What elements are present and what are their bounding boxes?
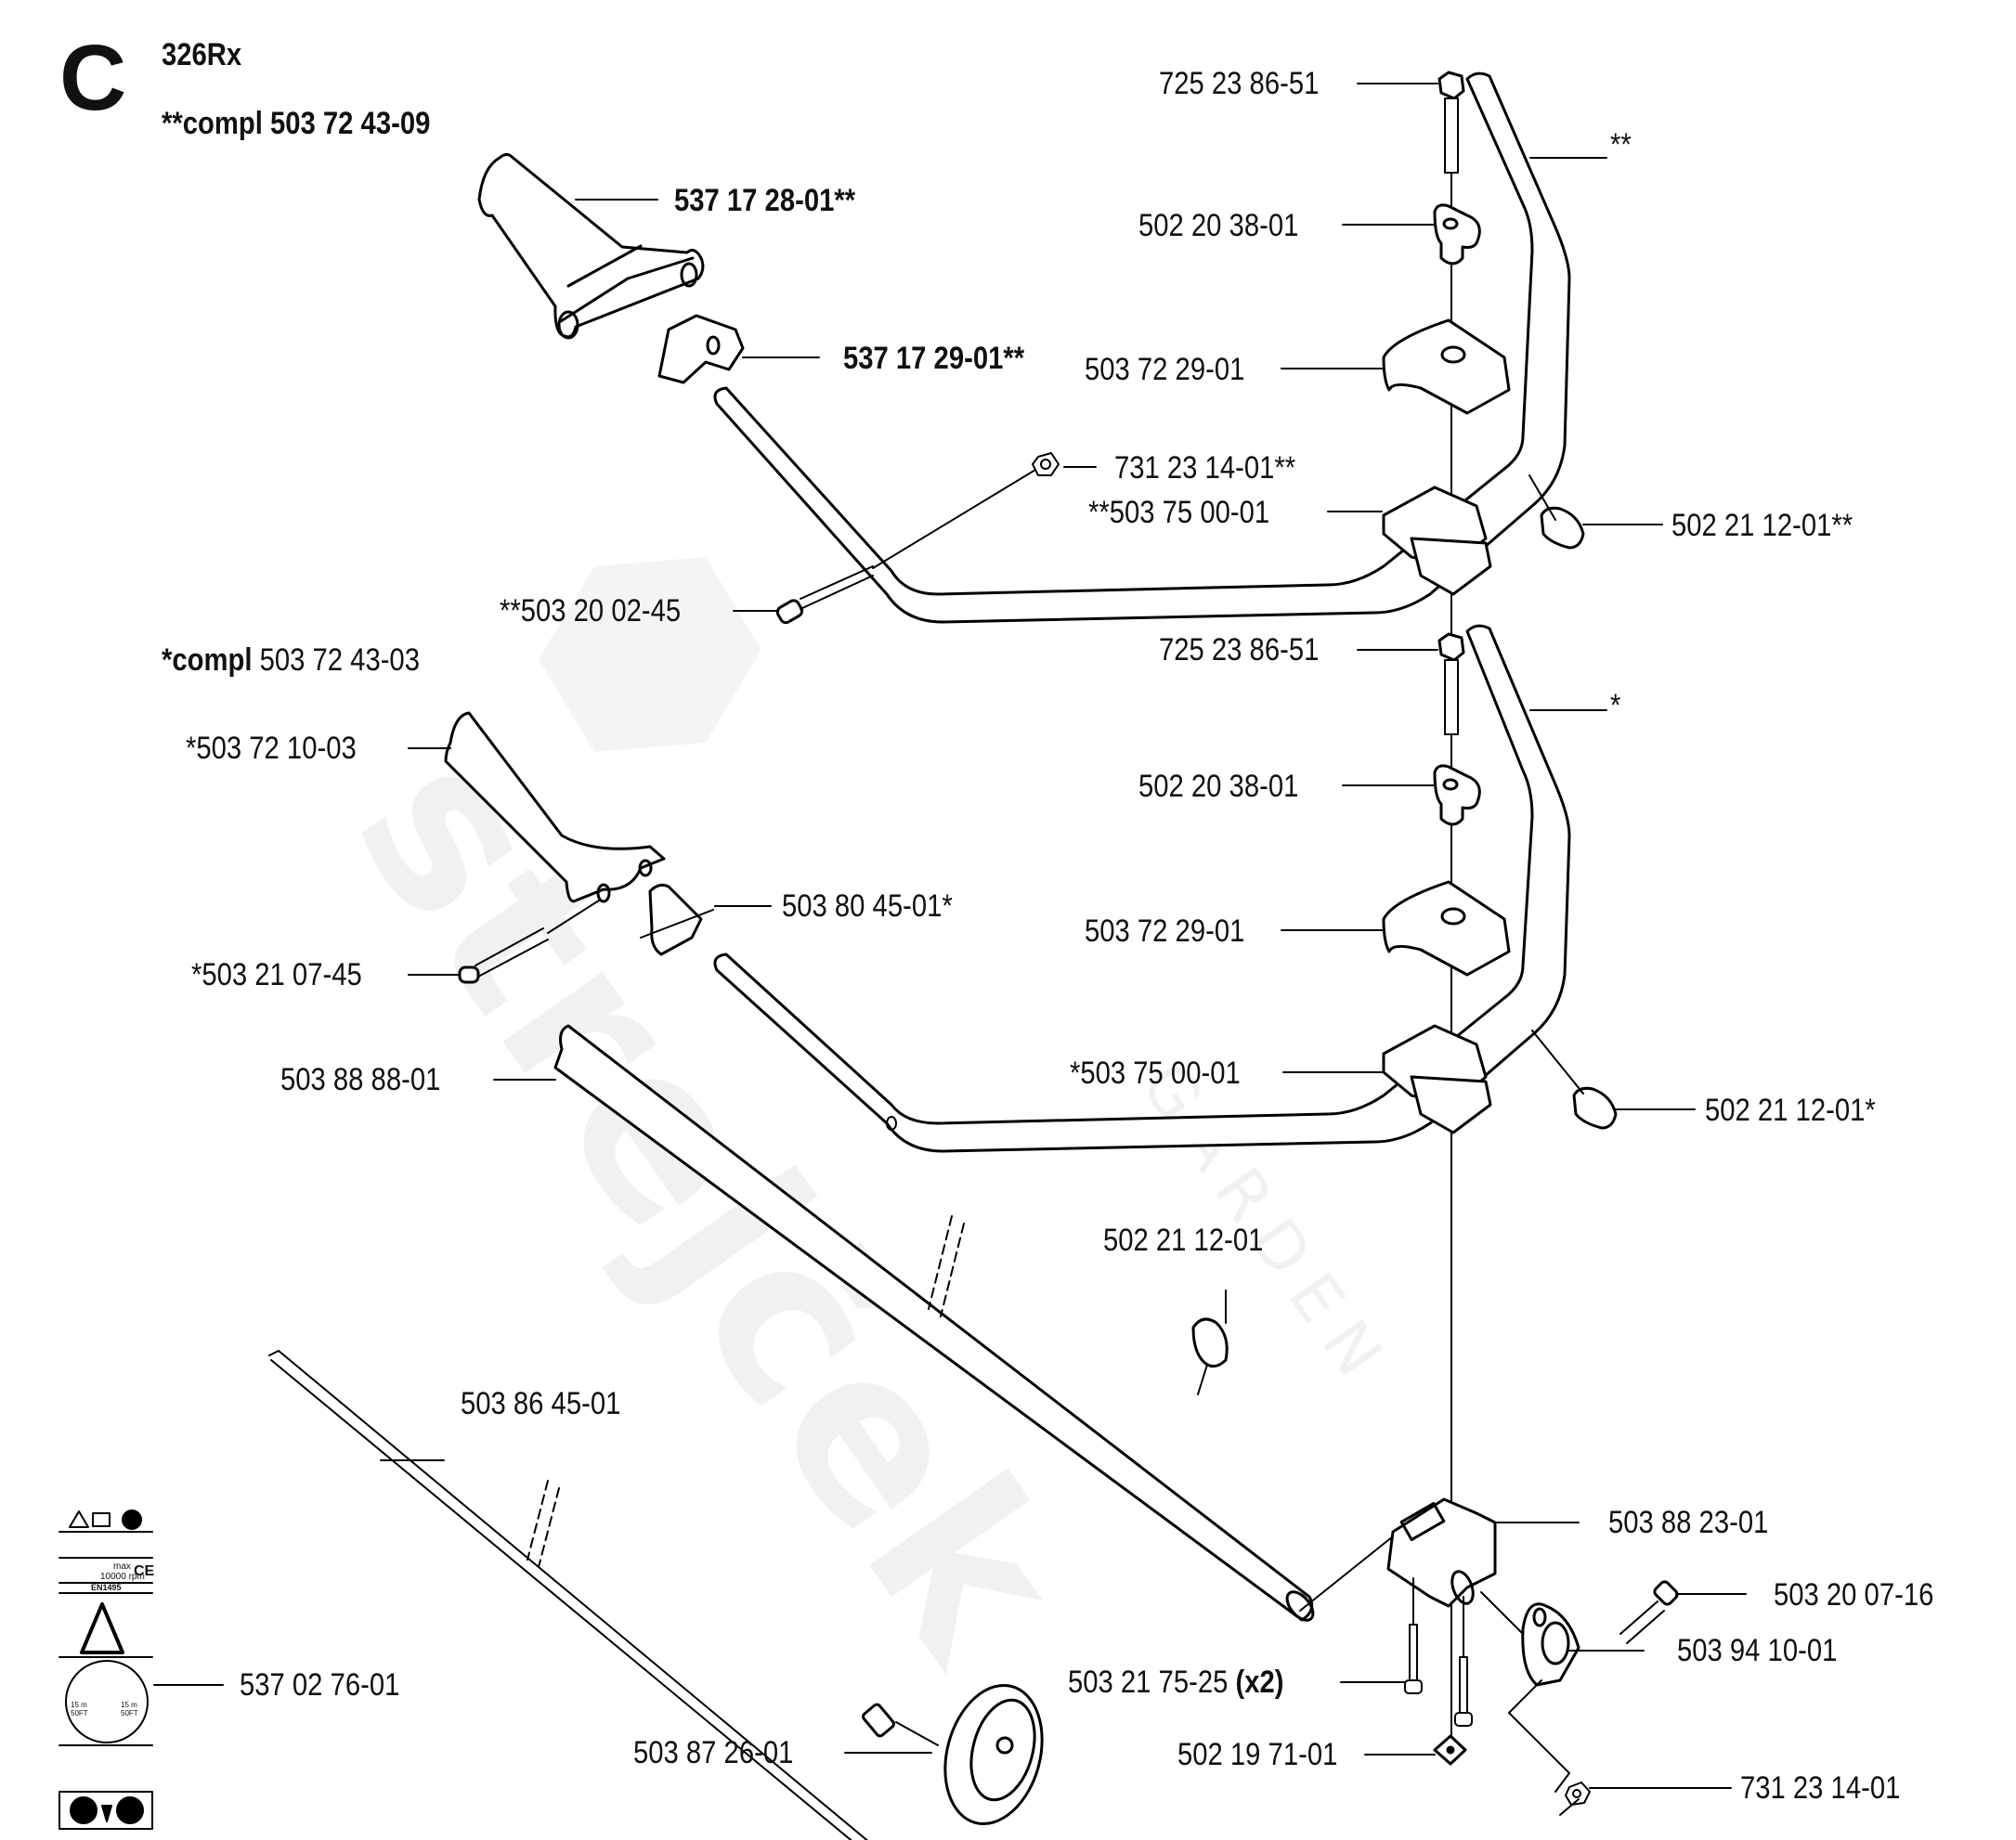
decal-distance-left-m: 15 m — [71, 1701, 87, 1709]
bolt-lower-part — [1437, 632, 1465, 735]
label-square-nut[interactable]: 502 19 71-01 — [1177, 1737, 1338, 1772]
thrown-objects-warning-icon — [80, 1602, 124, 1654]
screw-lower-part — [458, 927, 549, 984]
cable-clip-upper-part — [1540, 506, 1585, 550]
clamp-bottom-upper-part — [1382, 486, 1492, 596]
section-letter: C — [59, 26, 127, 130]
decal-rpm: 10000 rpm — [100, 1572, 145, 1582]
model-name: 326Rx — [162, 37, 242, 72]
label-grip-upper[interactable]: 537 17 28-01** — [674, 183, 856, 218]
manual-book-icon — [92, 1512, 111, 1527]
tube-part — [553, 1024, 1315, 1622]
clip-lower-part — [640, 883, 714, 956]
label-screws-x2[interactable]: 503 21 75-25 (x2) — [1068, 1665, 1283, 1699]
decal-ce-mark: CE — [134, 1563, 155, 1579]
clamp-bottom-lower-part — [1382, 1024, 1492, 1134]
clutch-drum-part — [862, 1683, 1044, 1826]
label-decal[interactable]: 537 02 76-01 — [240, 1667, 400, 1703]
label-nut-bracket[interactable]: 731 23 14-01 — [1740, 1770, 1901, 1806]
bracket-part — [1386, 1497, 1497, 1608]
label-bolt-lower[interactable]: 725 23 86-51 — [1159, 632, 1320, 667]
label-nut-upper[interactable]: 731 23 14-01** — [1114, 450, 1296, 486]
label-screw-lower[interactable]: *503 21 07-45 — [191, 957, 362, 992]
label-wing-knob-lower[interactable]: 502 20 38-01 — [1138, 769, 1299, 804]
wing-knob-lower-part — [1433, 764, 1481, 826]
decal-standard: EN1495 — [91, 1583, 122, 1592]
label-handle-upper[interactable]: ** — [1610, 127, 1632, 162]
decal-max: max — [113, 1561, 131, 1572]
warning-triangle-icon — [69, 1510, 89, 1528]
screw-upper-part — [775, 565, 874, 625]
grip-lower-part — [444, 711, 666, 903]
label-screws-x2-qty: (x2) — [1235, 1665, 1284, 1700]
label-drive-shaft[interactable]: 503 86 45-01 — [461, 1386, 621, 1421]
label-clamp-bottom-lower[interactable]: *503 75 00-01 — [1070, 1056, 1241, 1091]
label-bracket[interactable]: 503 88 23-01 — [1608, 1505, 1769, 1540]
screws-x2-part — [1404, 1624, 1473, 1727]
nut-upper-part — [1032, 452, 1060, 476]
label-cable-clip-lower[interactable]: 502 21 12-01* — [1705, 1093, 1876, 1128]
boots-icon — [116, 1796, 144, 1824]
label-clip-lower[interactable]: 503 80 45-01* — [782, 888, 953, 924]
complete-set-1: **compl 503 72 43-09 — [162, 106, 430, 142]
decal-distance-left: 15 m 50FT — [71, 1701, 88, 1717]
complete-set-2-prefix: *compl — [162, 642, 253, 678]
label-clutch-drum[interactable]: 503 87 26-01 — [633, 1735, 794, 1770]
label-grip-lower[interactable]: *503 72 10-03 — [186, 731, 357, 766]
label-clamp-top-upper[interactable]: 503 72 29-01 — [1085, 352, 1245, 387]
gloves-icon — [70, 1796, 98, 1824]
label-screw-upper[interactable]: **503 20 02-45 — [500, 593, 682, 628]
complete-set-2: *compl 503 72 43-03 — [162, 642, 420, 679]
handle-bar-lower-part — [713, 624, 1607, 1153]
label-cable-clip-tube[interactable]: 502 21 12-01 — [1103, 1223, 1264, 1258]
cable-clip-lower-part — [1572, 1086, 1618, 1130]
label-bearing-housing[interactable]: 503 94 10-01 — [1677, 1633, 1838, 1668]
bolt-upper-part — [1437, 71, 1465, 174]
label-cable-clip-upper[interactable]: 502 21 12-01** — [1671, 508, 1853, 543]
decal-distance-right-m: 15 m — [121, 1701, 137, 1709]
cable-clip-tube-part — [1191, 1317, 1229, 1368]
label-tube[interactable]: 503 88 88-01 — [280, 1062, 441, 1097]
complete-set-1-number: 503 72 43-09 — [270, 106, 431, 141]
arrow-down-icon — [101, 1805, 112, 1822]
label-bolt-upper[interactable]: 725 23 86-51 — [1159, 66, 1320, 101]
drive-shaft-part — [268, 1350, 868, 1840]
square-nut-part — [1433, 1734, 1467, 1766]
complete-set-2-number: 503 72 43-03 — [259, 642, 420, 678]
decal-distance-left-ft: 50FT — [71, 1709, 88, 1717]
grip-clip-upper-part — [657, 314, 745, 384]
label-handle-lower[interactable]: * — [1610, 688, 1621, 723]
label-screw-bracket[interactable]: 503 20 07-16 — [1774, 1577, 1934, 1613]
label-clamp-top-lower[interactable]: 503 72 29-01 — [1085, 914, 1245, 949]
decal-distance-right: 15 m 50FT — [121, 1701, 138, 1717]
leader-nut-axis-upper — [872, 463, 1046, 569]
complete-set-1-prefix: **compl — [162, 106, 263, 141]
ear-eye-protection-icon — [122, 1510, 142, 1530]
decal-distance-right-ft: 50FT — [121, 1709, 138, 1717]
safety-distance-icon — [65, 1660, 149, 1743]
grip-upper-part — [477, 152, 705, 340]
clamp-top-upper-part — [1382, 318, 1511, 415]
label-screws-x2-number: 503 21 75-25 — [1068, 1665, 1229, 1700]
bearing-housing-part — [1521, 1602, 1580, 1687]
wing-knob-upper-part — [1433, 203, 1481, 266]
label-wing-knob-upper[interactable]: 502 20 38-01 — [1138, 208, 1299, 243]
decal-part — [59, 1510, 153, 1830]
handle-bar-upper-part — [713, 71, 1607, 624]
label-clamp-bottom-upper[interactable]: **503 75 00-01 — [1088, 495, 1270, 530]
decal-rpm-text: max 10000 rpm — [100, 1561, 145, 1582]
label-grip-clip-upper[interactable]: 537 17 29-01** — [843, 341, 1025, 376]
clamp-top-lower-part — [1382, 880, 1511, 977]
nut-bracket-part — [1565, 1782, 1591, 1806]
watermark-logo-icon — [539, 557, 761, 752]
screw-bracket-part — [1619, 1580, 1679, 1644]
